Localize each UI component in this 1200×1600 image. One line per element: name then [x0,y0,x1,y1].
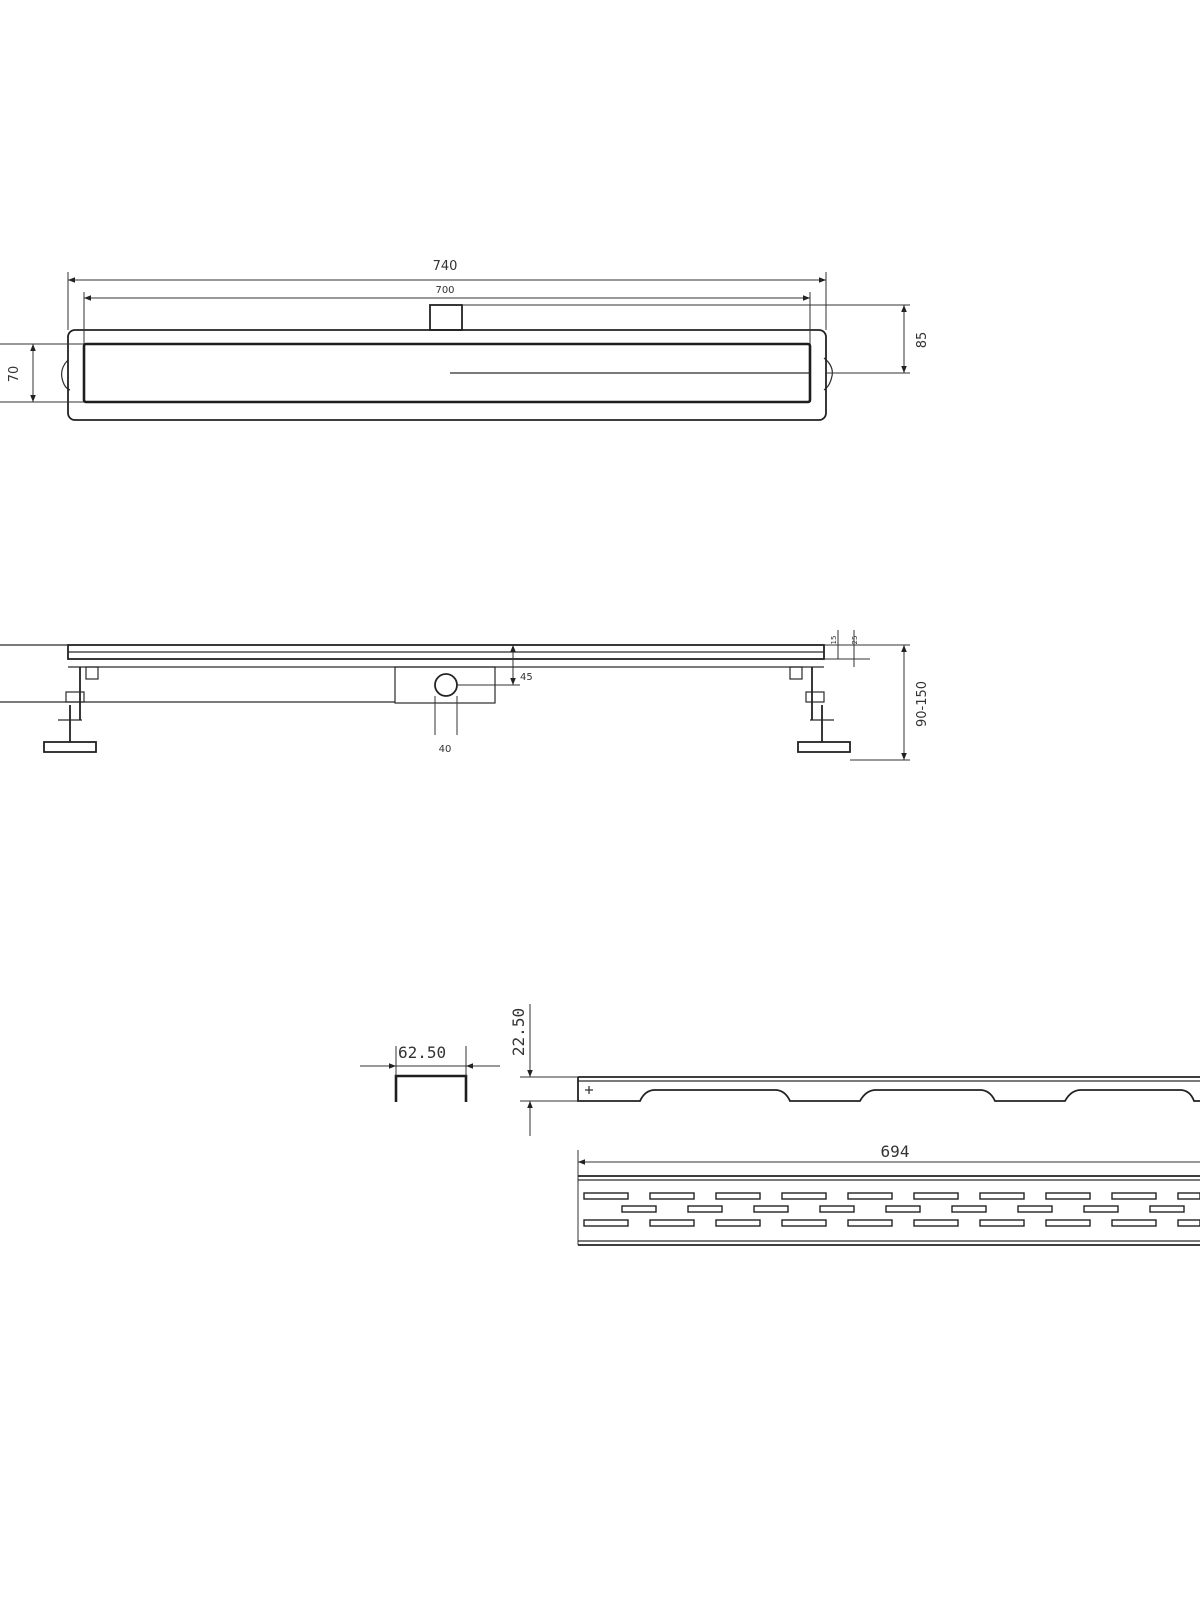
dim-45: 45 [520,672,533,683]
grate-slot [715,1219,761,1227]
grate-profile [394,1074,468,1102]
dim-25: 25 [851,636,859,645]
right-bracket [789,666,803,680]
dim-22-50: 22.50 [509,1008,528,1056]
dim-85: 85 [915,332,930,349]
grate-slot [1017,1205,1053,1213]
grate-slot [885,1205,921,1213]
side-view: 40 45 15 25 90-150 [0,630,930,761]
right-foot [797,741,851,753]
grate-slot [715,1192,761,1200]
grate-slot [979,1192,1025,1200]
grate-slot [951,1205,987,1213]
dim-694: 694 [881,1142,910,1161]
dim-70: 70 [7,366,22,383]
dim-15: 15 [830,636,838,645]
outlet-pipe [434,673,458,697]
grate-slot [583,1192,629,1200]
grate-slots [583,1192,1200,1227]
grate-slot [847,1192,893,1200]
grate-slot [1149,1205,1185,1213]
grate-side-profile: 22.50 [509,1004,1200,1136]
grate-slot [781,1219,827,1227]
profile-notched-bottom [577,1077,1200,1102]
grate-slot [687,1205,723,1213]
grate-slot [781,1192,827,1200]
dim-90-150: 90-150 [915,681,930,727]
outlet-neck [429,304,463,331]
grate-slot [1083,1205,1119,1213]
grate-slot [819,1205,855,1213]
grate-slot [583,1219,629,1227]
top-view: 740 700 85 70 [0,259,930,421]
grate-slot [621,1205,657,1213]
dim-40: 40 [439,744,452,755]
grate-slot [1177,1192,1200,1200]
left-bump [61,359,71,391]
grate-slot [1111,1192,1157,1200]
right-bump [823,357,833,391]
grate-slot [1045,1192,1091,1200]
grate-slot [649,1219,695,1227]
grate-top-view: 694 [577,1142,1200,1246]
grate-slot [1045,1219,1091,1227]
dim-62-50: 62.50 [398,1043,446,1062]
grate-slot [913,1192,959,1200]
grate-slot [649,1192,695,1200]
grate-slot [1111,1219,1157,1227]
grate-slot [913,1219,959,1227]
grate-slot [979,1219,1025,1227]
left-clamp [65,691,85,703]
right-clamp [805,691,825,703]
dim-740: 740 [433,259,458,274]
grate-cross-section: 62.50 [360,1043,500,1102]
grate-slot [1177,1219,1200,1227]
grate-slot [753,1205,789,1213]
left-foot [43,741,97,753]
dim-700: 700 [435,285,454,296]
left-bracket [85,666,99,680]
grate-slot [847,1219,893,1227]
